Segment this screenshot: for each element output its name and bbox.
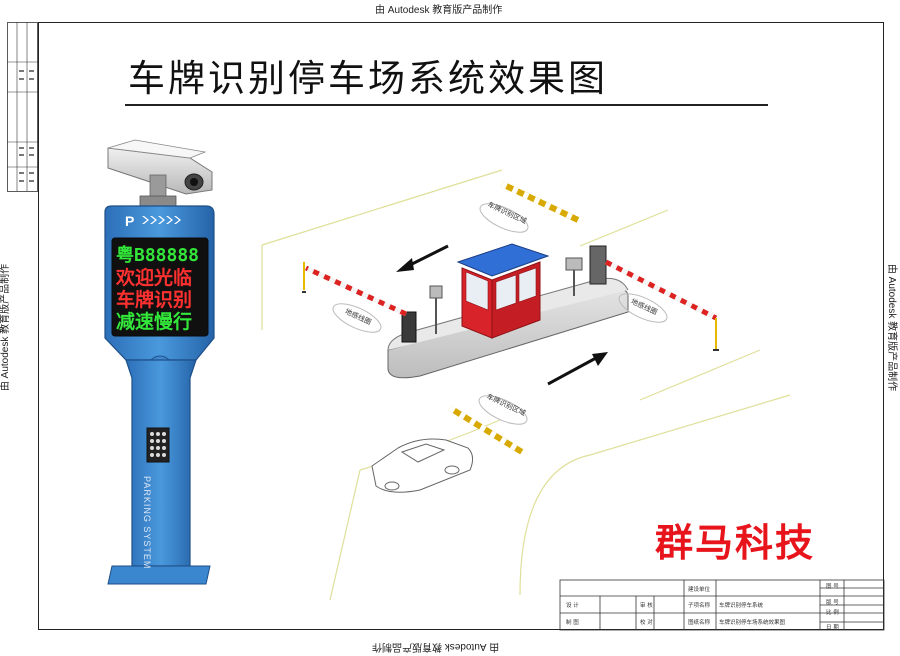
guard-booth-icon [456, 243, 550, 339]
zone-ellipse-bottom [478, 395, 528, 425]
entry-arrow-icon [547, 352, 608, 386]
brand-name: 群马科技 [655, 520, 816, 565]
entry-barrier-gate [589, 245, 719, 351]
recognition-zone-stripes-bottom [448, 405, 524, 455]
led-slow-down-text: 减速慢行 [116, 311, 193, 333]
tb-check: 校 对 [640, 620, 653, 626]
drawing-frame [38, 22, 884, 630]
side-approval-strip [7, 22, 38, 192]
tb-drawing-value: 车牌识别停车场系统效果图 [719, 620, 786, 626]
tb-drawing-label: 图纸名称 [688, 620, 711, 626]
tb-design: 设 计 [566, 603, 579, 609]
camera-icon [107, 139, 213, 209]
recognition-pillar: P [104, 139, 215, 585]
exit-arrow-icon [396, 244, 449, 272]
tb-subproject-label: 子项名称 [688, 603, 711, 609]
recognition-zone-stripes-top [500, 181, 580, 223]
entry-camera-post-icon [565, 257, 583, 296]
road-outline [261, 169, 791, 601]
loop-ellipse-right [618, 293, 668, 323]
led-plate-number: 粤B88888 [116, 245, 200, 266]
title-underline [125, 104, 768, 106]
exit-barrier-gate [302, 262, 417, 343]
pole-label: PARKING SYSTEM [142, 476, 152, 570]
led-recognition-text: 车牌识别 [116, 289, 193, 311]
page-title: 车牌识别停车场系统效果图 [128, 57, 608, 100]
tb-review: 审 核 [640, 603, 653, 609]
parking-sign-letter: P [125, 213, 134, 229]
tb-subproject-value: 车牌识别停车系统 [719, 603, 764, 609]
tb-project-label: 建设单位 [688, 587, 711, 593]
car-icon [371, 438, 474, 493]
tb-scale: 比 例 [826, 610, 839, 616]
tb-version: 版 号 [826, 600, 839, 606]
tb-date: 日 期 [826, 625, 839, 631]
led-screen [111, 237, 209, 337]
title-block-grid [559, 579, 885, 631]
watermark-top: 由 Autodesk 教育版产品制作 [375, 5, 503, 16]
chevron-arrows-icon [142, 216, 181, 224]
zone-ellipse-top [479, 203, 529, 233]
loop-ellipse-left [332, 303, 382, 333]
exit-camera-post-icon [429, 285, 443, 334]
tb-fig-no: 图 号 [826, 584, 839, 590]
led-welcome-text: 欢迎光临 [116, 267, 193, 289]
tb-draw: 制 图 [566, 620, 579, 626]
led-message-panel: 粤B88888 欢迎光临 车牌识别 减速慢行 [116, 245, 206, 333]
